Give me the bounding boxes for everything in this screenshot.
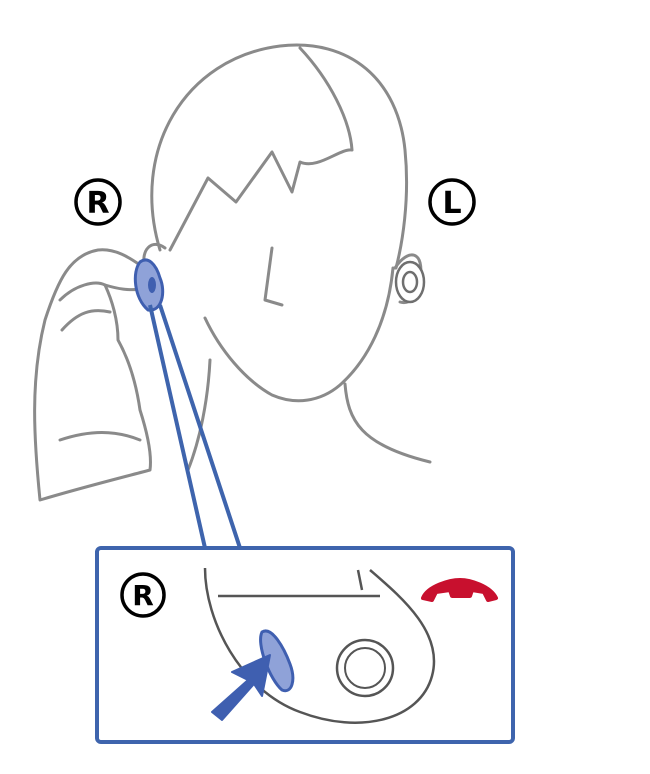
detail-frame	[95, 546, 515, 744]
press-arrow-icon	[211, 654, 271, 721]
left-ear-marker: L	[428, 178, 476, 226]
left-ear-label: L	[442, 186, 461, 221]
right-earbud	[133, 258, 165, 312]
left-earbud	[394, 260, 426, 304]
detail-right-label: R	[132, 579, 154, 612]
right-ear-label: R	[86, 186, 109, 221]
detail-earbud	[203, 567, 436, 724]
hang-up-phone-icon	[421, 578, 498, 602]
face-jaw	[203, 266, 395, 403]
nose	[263, 246, 284, 307]
detail-right-marker: R	[120, 572, 166, 618]
right-ear-marker: R	[74, 178, 122, 226]
hand	[33, 248, 152, 502]
callout-lines	[148, 304, 242, 549]
head-outline	[150, 43, 409, 270]
neck-left	[186, 358, 212, 472]
hair-fringe	[168, 46, 354, 252]
person-figure	[142, 43, 432, 472]
touch-sensor-icon	[335, 638, 395, 698]
neck-right	[343, 382, 432, 464]
